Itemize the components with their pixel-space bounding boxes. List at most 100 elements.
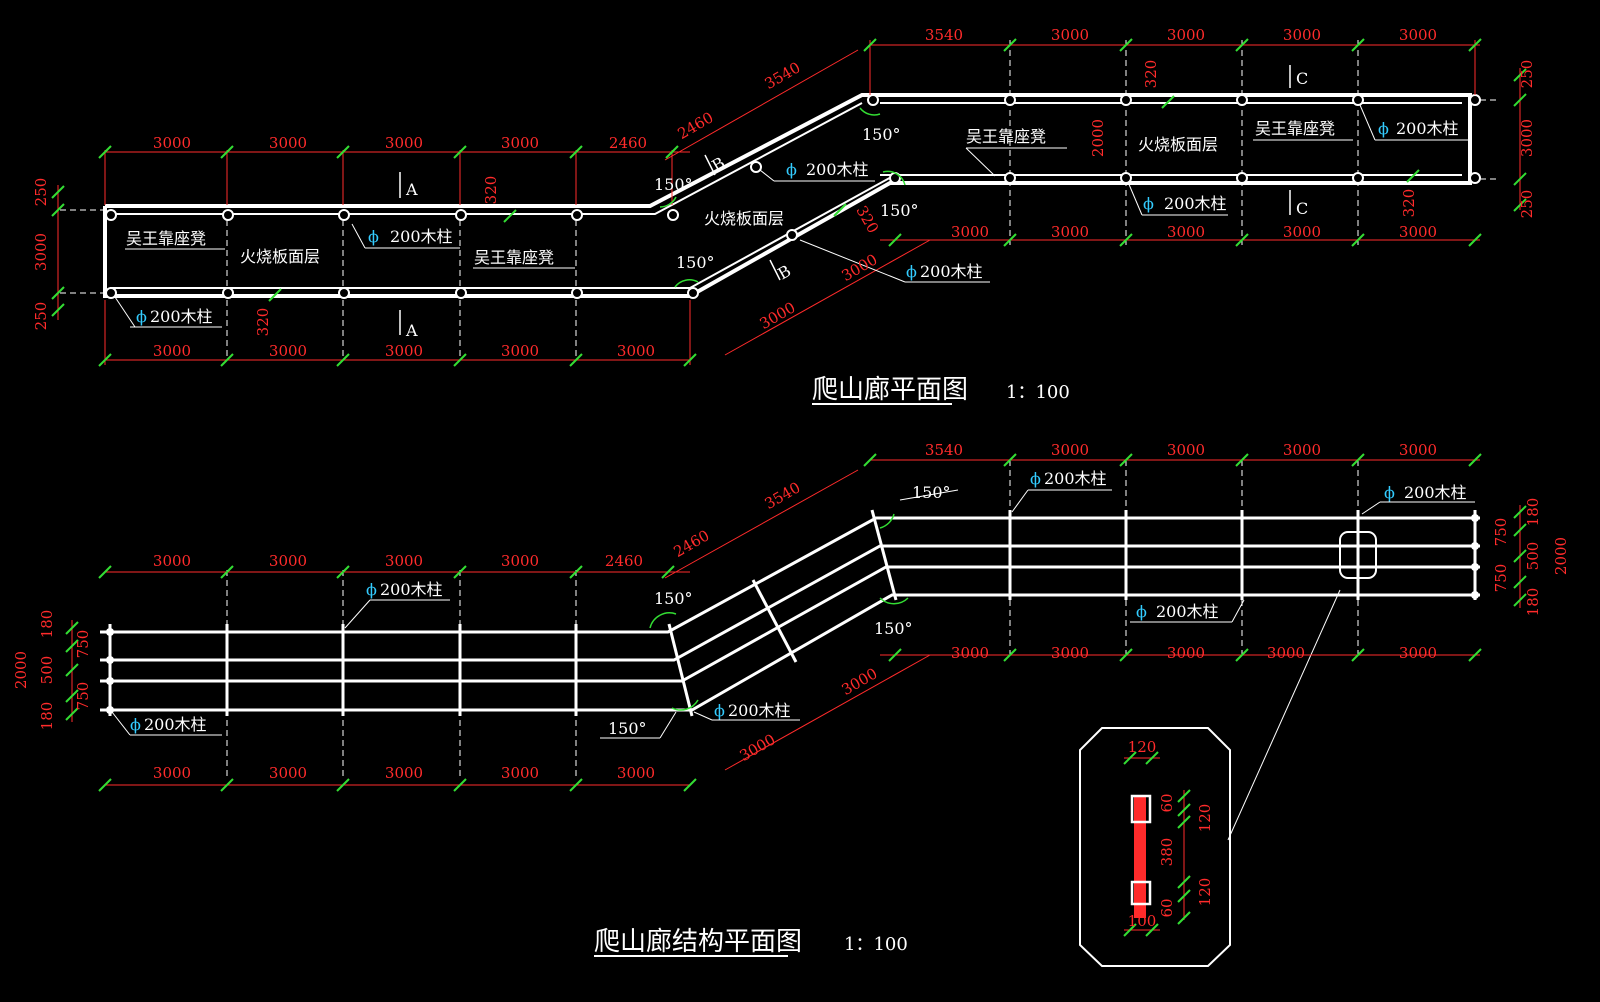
dim-left-bottom-4: 3000: [501, 342, 539, 360]
sdim-left-top-4: 3000: [501, 552, 539, 570]
dim-right-bottom-2: 3000: [1051, 223, 1089, 241]
sdim-right-bottom-5: 3000: [1399, 644, 1437, 662]
dim-bench-width-1: 320: [482, 176, 500, 205]
dim-left-side-3: 250: [32, 302, 50, 331]
section-mark-c: C: [1296, 69, 1308, 88]
sdim-left-bottom-5: 3000: [617, 764, 655, 782]
column-symbol: ϕ: [1378, 119, 1389, 138]
column-symbol: ϕ: [906, 262, 917, 281]
sdim-right-side-4: 750: [1492, 564, 1510, 593]
sdim-right-side-1: 180: [1524, 498, 1542, 527]
dim-bench-width-3: 320: [1142, 60, 1160, 89]
dim-bench-width-4: 320: [1400, 189, 1418, 218]
bench-label-2: 吴王靠座凳: [474, 248, 554, 267]
plan-dimensions-left-side: 250 3000 250: [32, 178, 50, 331]
dim-left-bottom-3: 3000: [385, 342, 423, 360]
column-label: 200木柱: [1044, 469, 1107, 488]
sdim-right-top-2: 3000: [1051, 441, 1089, 459]
structure-dimensions-right-bottom: 3000 3000 3000 3000 3000: [951, 644, 1437, 662]
plan-dimensions-right-side: 250 3000 250: [1518, 60, 1536, 219]
dim-left-top-3: 3000: [385, 134, 423, 152]
angle-label: 150°: [654, 175, 693, 194]
angle-label: 150°: [608, 719, 647, 738]
structure-title-block: 爬山廊结构平面图 1：100: [594, 927, 908, 957]
column-detail: 120 100 60 120 380 60 120: [1079, 727, 1231, 967]
angle-label: 150°: [880, 201, 919, 220]
dim-right-top-4: 3000: [1283, 26, 1321, 44]
detail-width-bottom: 100: [1128, 912, 1157, 930]
dim-right-top-2: 3000: [1051, 26, 1089, 44]
detail-dim-5: 120: [1196, 878, 1214, 907]
sdim-right-bottom-4: 3000: [1267, 644, 1305, 662]
column-label: 200木柱: [1164, 194, 1227, 213]
dim-right-bottom-5: 3000: [1399, 223, 1437, 241]
plan-dimensions-left-top: 3000 3000 3000 3000 2460: [153, 134, 647, 152]
sdim-right-top-1: 3540: [925, 441, 963, 459]
sdim-left-bottom-1: 3000: [153, 764, 191, 782]
dim-right-side-1: 250: [1518, 60, 1536, 89]
sdim-right-side-5: 180: [1524, 588, 1542, 617]
structure-dimensions-left-side: 180 750 500 750 180 2000: [12, 610, 92, 731]
angle-label: 150°: [676, 253, 715, 272]
column-label: 200木柱: [390, 227, 453, 246]
column-label: 200木柱: [150, 307, 213, 326]
structure-column-labels: ϕ 200木柱 ϕ 200木柱 ϕ 200木柱 ϕ 200木柱 ϕ 200木柱 …: [130, 469, 1467, 734]
column-label: 200木柱: [1156, 602, 1219, 621]
sdim-slope-bottom-2: 3000: [838, 664, 880, 699]
section-mark-a: A: [405, 321, 418, 340]
detail-dim-4: 60: [1158, 898, 1176, 917]
floor-label-3: 火烧板面层: [1138, 135, 1218, 154]
bench-label-1: 吴王靠座凳: [126, 229, 206, 248]
column-symbol: ϕ: [1136, 602, 1147, 621]
sdim-slope-bottom-1: 3000: [736, 730, 778, 765]
column-symbol: ϕ: [1030, 469, 1041, 488]
angle-label: 150°: [654, 589, 693, 608]
dim-left-top-2: 3000: [269, 134, 307, 152]
sdim-left-bottom-2: 3000: [269, 764, 307, 782]
plan-dimensions-right-bottom: 3000 3000 3000 3000 3000: [951, 223, 1437, 241]
sdim-right-side-2: 750: [1492, 518, 1510, 547]
sdim-right-top-3: 3000: [1167, 441, 1205, 459]
dim-right-top-3: 3000: [1167, 26, 1205, 44]
angle-label: 150°: [912, 483, 951, 502]
detail-dim-1: 60: [1158, 793, 1176, 812]
sdim-slope-top-2: 3540: [761, 478, 803, 513]
sdim-left-top-2: 3000: [269, 552, 307, 570]
structure-dimensions-right-top: 3540 3000 3000 3000 3000: [925, 441, 1437, 459]
structure-drawing: [100, 509, 1480, 717]
column-label: 200木柱: [806, 160, 869, 179]
sdim-left-side-4: 750: [74, 682, 92, 711]
bench-label-3: 吴王靠座凳: [966, 127, 1046, 146]
column-symbol: ϕ: [130, 715, 141, 734]
sdim-left-side-3: 500: [38, 656, 56, 685]
dim-left-top-5: 2460: [609, 134, 647, 152]
column-symbol: ϕ: [368, 227, 379, 246]
column-symbol: ϕ: [1143, 194, 1154, 213]
sdim-left-side-1: 180: [38, 610, 56, 639]
column-label: 200木柱: [1404, 483, 1467, 502]
plan-title-block: 爬山廊平面图 1：100: [812, 375, 1070, 405]
sdim-left-top-5: 2460: [605, 552, 643, 570]
structure-dimensions-left-bottom: 3000 3000 3000 3000 3000: [153, 764, 655, 782]
structure-dimensions-right-side: 180 750 500 750 180 2000: [1492, 498, 1570, 617]
plan-drawing: [51, 38, 1527, 367]
dim-right-side-2: 3000: [1518, 119, 1536, 157]
dim-left-top-1: 3000: [153, 134, 191, 152]
plan-column-labels: ϕ 200木柱 ϕ 200木柱 ϕ 200木柱 ϕ 200木柱 ϕ 200木柱 …: [136, 119, 1459, 326]
column-symbol: ϕ: [1384, 483, 1395, 502]
plan-title: 爬山廊平面图: [812, 375, 968, 405]
detail-dim-3: 380: [1158, 838, 1176, 867]
structure-scale: 1：100: [844, 934, 908, 955]
sdim-left-top-3: 3000: [385, 552, 423, 570]
sdim-left-top-1: 3000: [153, 552, 191, 570]
dim-right-bottom-3: 3000: [1167, 223, 1205, 241]
dim-left-bottom-5: 3000: [617, 342, 655, 360]
column-symbol: ϕ: [366, 580, 377, 599]
section-mark-c: C: [1296, 199, 1308, 218]
sdim-right-top-4: 3000: [1283, 441, 1321, 459]
dim-bench-width-2: 320: [254, 308, 272, 337]
sdim-right-total: 2000: [1552, 537, 1570, 575]
dim-slope-top-1: 2460: [674, 108, 716, 143]
dim-inner-width: 2000: [1089, 119, 1107, 157]
